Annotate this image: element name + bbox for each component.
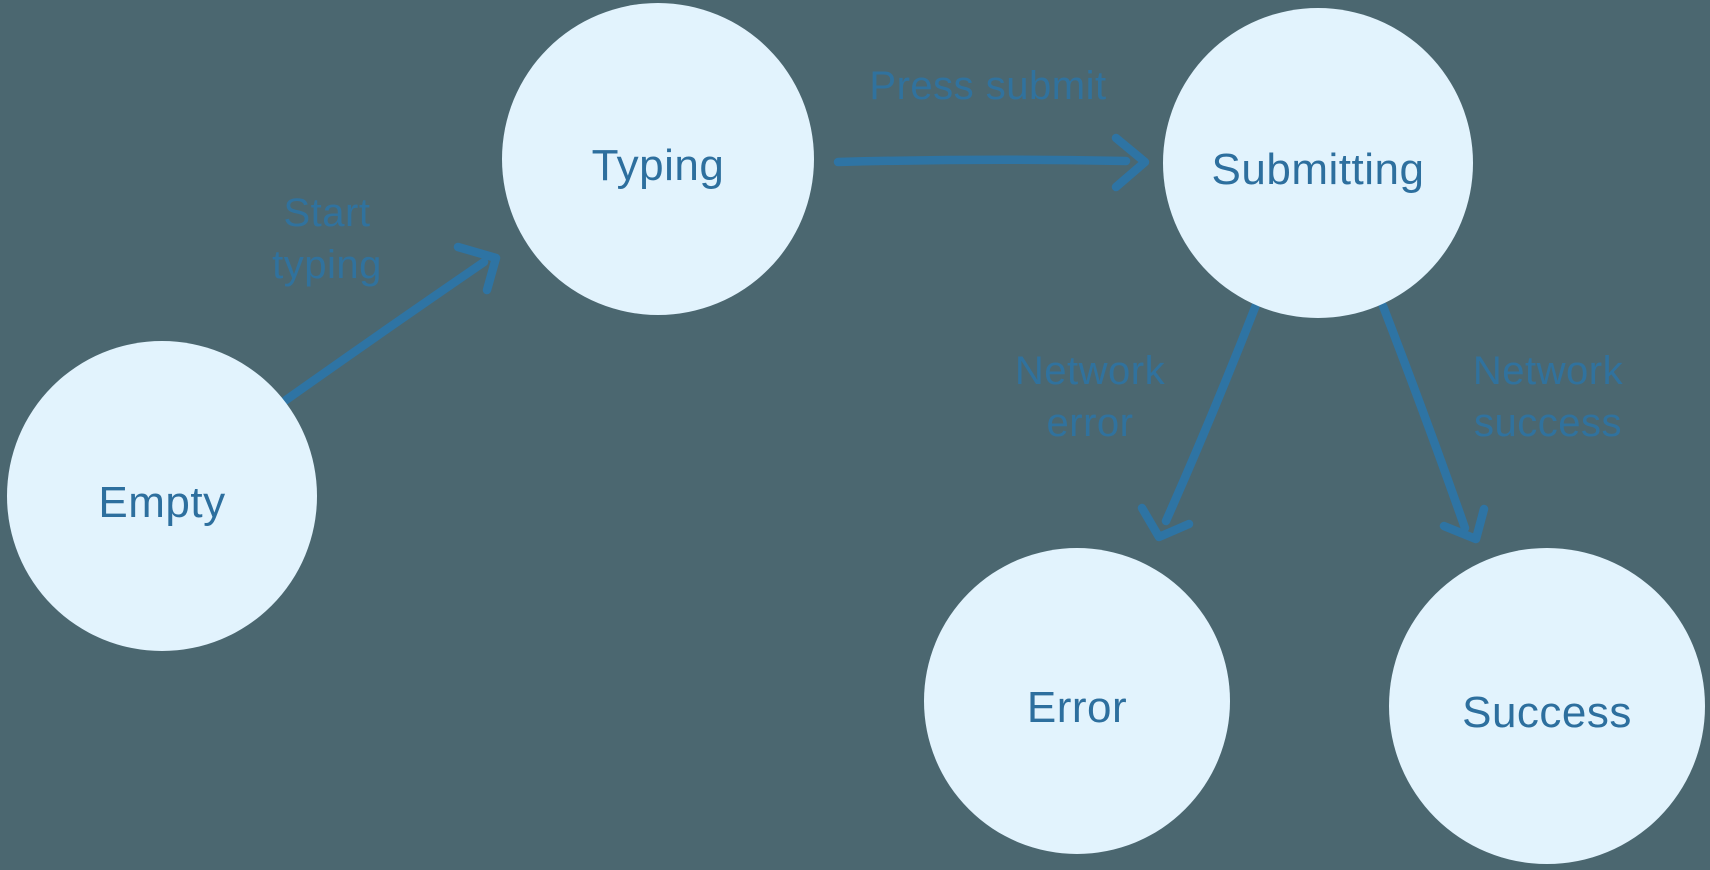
transition-label-line: Network (1014, 349, 1166, 393)
state-node-error: Error (924, 548, 1230, 854)
transition-label-network-success: Network success (1473, 345, 1623, 449)
state-node-typing: Typing (502, 3, 814, 315)
state-label-empty: Empty (98, 478, 226, 527)
state-label-typing: Typing (591, 141, 725, 190)
transition-arrow-network-success-head (1439, 504, 1489, 544)
transition-label-line: success (1473, 401, 1622, 445)
transition-label-start-typing: Start typing (272, 187, 382, 291)
transition-arrow-network-success-line (1378, 301, 1470, 533)
state-node-submitting: Submitting (1163, 8, 1473, 318)
state-node-success: Success (1389, 548, 1705, 864)
state-label-success: Success (1462, 688, 1632, 737)
transition-label-line: Network (1472, 349, 1624, 393)
transition-arrow-press-submit-line (833, 155, 1131, 167)
transition-label-network-error: Network error (1015, 345, 1165, 449)
transition-arrow-start-typing-head (453, 242, 501, 295)
transition-arrow-network-error-line (1161, 300, 1261, 526)
transition-label-line: Start (283, 191, 371, 235)
transition-label-press-submit: Press submit (869, 60, 1106, 112)
state-label-error: Error (1026, 683, 1128, 732)
transition-label-line: typing (272, 243, 382, 287)
transition-arrow-press-submit-head (1111, 133, 1150, 192)
state-node-empty: Empty (7, 341, 317, 651)
transition-label-line: error (1046, 401, 1134, 445)
transition-label-line: Press submit (869, 64, 1107, 108)
transition-arrow-network-error-head (1137, 503, 1194, 542)
state-label-submitting: Submitting (1211, 145, 1425, 194)
